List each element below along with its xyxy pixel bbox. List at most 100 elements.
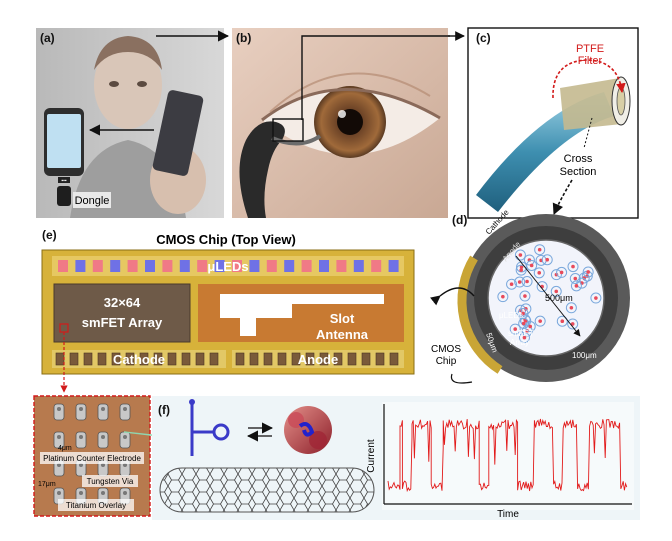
bond-pad bbox=[181, 352, 191, 366]
bond-pad bbox=[389, 352, 399, 366]
cell-outline bbox=[506, 278, 518, 290]
led-square bbox=[162, 260, 173, 272]
led-square bbox=[232, 260, 242, 272]
cell-nucleus bbox=[560, 319, 565, 324]
cell-nucleus bbox=[521, 321, 526, 326]
led-square bbox=[75, 260, 86, 272]
bond-pad bbox=[69, 352, 79, 366]
array-title-line2: smFET Array bbox=[82, 315, 163, 330]
bond-pad bbox=[125, 352, 135, 366]
dimension-100-label: 100μm bbox=[572, 351, 597, 360]
cell-outline bbox=[497, 291, 509, 303]
led-square bbox=[319, 260, 329, 272]
anode-title: Anode bbox=[298, 352, 338, 367]
electrode bbox=[119, 431, 131, 449]
person-eye-right bbox=[137, 81, 147, 87]
cell-nucleus bbox=[509, 282, 514, 287]
carbon-nanotube bbox=[159, 467, 375, 513]
section-label-line2: Section bbox=[560, 166, 597, 178]
filter-core bbox=[616, 86, 626, 116]
smfet-array bbox=[53, 283, 191, 343]
bond-pad bbox=[249, 352, 259, 366]
cell-outline bbox=[536, 281, 548, 293]
arrow-d-to-e bbox=[430, 287, 475, 306]
led-square bbox=[179, 260, 190, 272]
cell-outline bbox=[590, 292, 602, 304]
cell-nucleus bbox=[573, 276, 578, 281]
bond-pad bbox=[263, 352, 273, 366]
led-square bbox=[266, 260, 277, 272]
led-squares bbox=[58, 260, 399, 272]
cell-outline bbox=[534, 244, 546, 256]
person-face bbox=[94, 41, 162, 129]
bond-pad bbox=[139, 352, 149, 366]
bond-pad bbox=[319, 352, 329, 366]
led-row bbox=[52, 256, 404, 276]
electrode bbox=[75, 431, 87, 449]
via-dot bbox=[79, 435, 83, 439]
cell-nucleus bbox=[537, 247, 542, 252]
cell-nucleus bbox=[569, 305, 574, 310]
cell-outline bbox=[541, 254, 553, 266]
led-square bbox=[336, 260, 347, 272]
cell-outline bbox=[556, 266, 568, 278]
current-trace-line bbox=[387, 418, 628, 493]
implant-device bbox=[239, 121, 285, 218]
dim-4um: 4μm bbox=[58, 445, 72, 452]
electrode bbox=[119, 403, 131, 421]
led-square bbox=[371, 260, 382, 272]
person-hair bbox=[94, 36, 162, 70]
array-title-line1: 32×64 bbox=[104, 295, 141, 310]
antenna-title-line1: Slot bbox=[330, 311, 355, 326]
aptamer-tip bbox=[189, 399, 195, 405]
cell-outline bbox=[569, 272, 581, 284]
panel-d: 500μm Cathode Anode μLEDs smFET Array 50… bbox=[431, 207, 630, 384]
current-trace bbox=[387, 418, 628, 493]
filter-label-line2: Filter bbox=[578, 55, 603, 67]
via-dot bbox=[57, 491, 61, 495]
eyelid-crease bbox=[269, 72, 431, 113]
bond-pad bbox=[97, 352, 107, 366]
led-square bbox=[110, 260, 121, 272]
cell-outline bbox=[524, 320, 536, 332]
panel-c: PTFE Filter Cross Section (c) bbox=[467, 27, 639, 219]
pads bbox=[55, 352, 399, 366]
cell-nucleus bbox=[519, 265, 524, 269]
cell-outline bbox=[582, 266, 594, 278]
cathode-title: Cathode bbox=[113, 352, 165, 367]
filter-arrow bbox=[552, 59, 626, 99]
bond-pad bbox=[111, 352, 121, 366]
overlay-label-bg bbox=[58, 499, 134, 511]
led-square bbox=[92, 260, 103, 272]
bound-aptamer bbox=[298, 422, 315, 437]
led-square bbox=[127, 260, 138, 272]
cell-outline bbox=[533, 267, 545, 279]
chip-title: CMOS Chip (Top View) bbox=[156, 232, 296, 247]
bond-pad bbox=[209, 352, 219, 366]
via-dot bbox=[57, 407, 61, 411]
dongle-icon bbox=[57, 186, 71, 206]
dongle-label: Dongle bbox=[75, 195, 110, 207]
bond-pad bbox=[305, 352, 315, 366]
bond-pad bbox=[83, 352, 93, 366]
cell-nucleus bbox=[519, 268, 523, 272]
cell-nucleus bbox=[513, 327, 518, 331]
chip-pointer bbox=[450, 373, 473, 384]
implant-tube bbox=[271, 134, 322, 146]
aptamer bbox=[190, 404, 214, 456]
trace-plot-area bbox=[382, 402, 634, 510]
via-dot bbox=[79, 407, 83, 411]
cell-outline bbox=[534, 315, 546, 327]
bond-pad bbox=[195, 352, 205, 366]
cell-nucleus bbox=[522, 335, 527, 340]
cell-outline bbox=[514, 276, 526, 288]
cell-nucleus bbox=[554, 289, 559, 294]
via-label-bg bbox=[82, 475, 138, 487]
protein-complex bbox=[284, 406, 332, 454]
counter-label-bg bbox=[40, 452, 144, 464]
bond-pad bbox=[291, 352, 301, 366]
leds-title: μLEDs bbox=[207, 259, 248, 274]
upper-eyelid bbox=[261, 88, 441, 122]
slot-antenna bbox=[220, 294, 384, 336]
